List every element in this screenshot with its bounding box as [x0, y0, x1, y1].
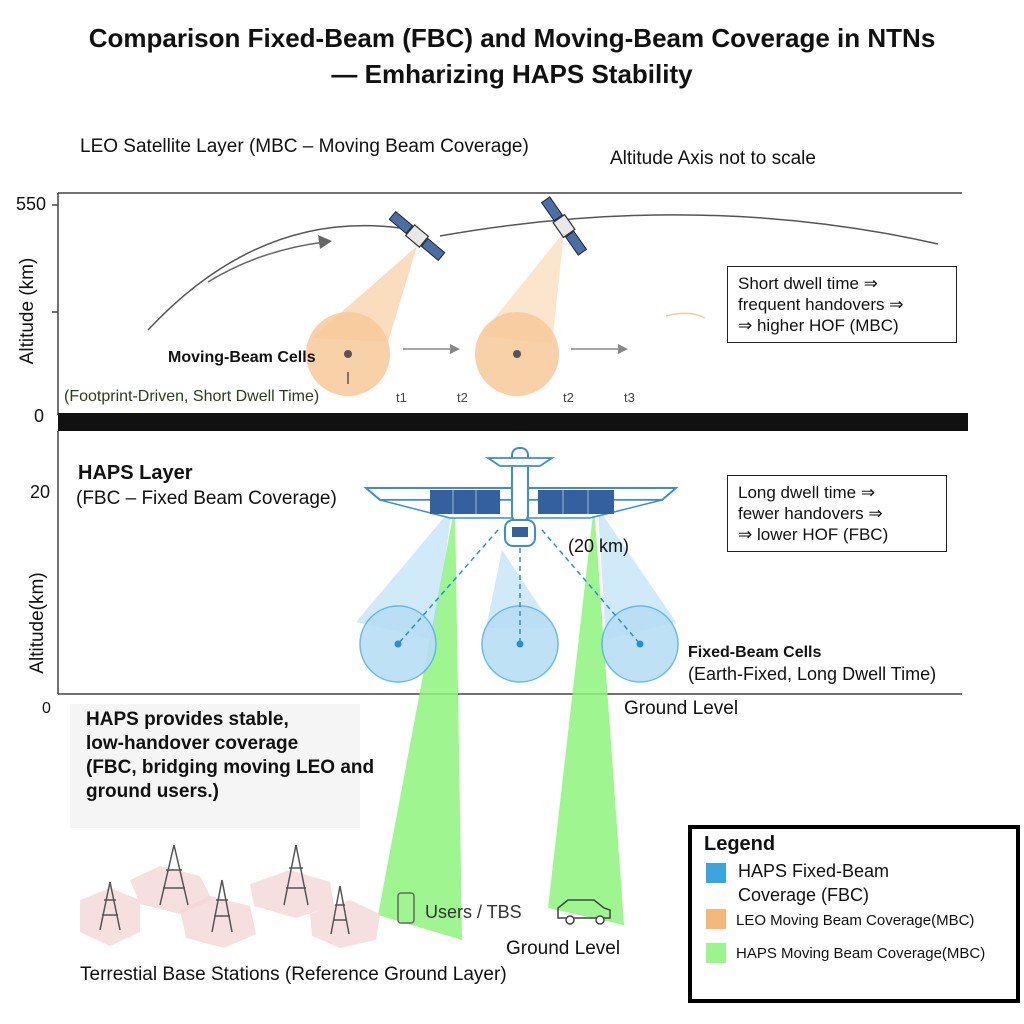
- orbit-arrow-icon: [318, 235, 332, 249]
- satellite-icon-2: [540, 196, 588, 256]
- fixed-beam-cells-sub: (Earth-Fixed, Long Dwell Time): [688, 664, 937, 684]
- legend-title: Legend: [704, 833, 776, 855]
- legend-item-fbc-line1: HAPS Fixed-Beam: [738, 861, 890, 881]
- stability-line-1: HAPS provides stable,: [86, 709, 289, 730]
- haps-layer-sub: (FBC – Fixed Beam Coverage): [76, 488, 337, 509]
- haps-stability-text: HAPS provides stable, low-handover cover…: [86, 708, 374, 804]
- ground-hex-1: [80, 888, 140, 946]
- haps-note-line-2: fewer handovers ⇒: [738, 504, 883, 523]
- diagram-title-line1: Comparison Fixed-Beam (FBC) and Moving-B…: [88, 23, 936, 53]
- moving-beam-cells-label: Moving-Beam Cells: [168, 349, 316, 366]
- leo-tick-0: 0: [34, 406, 45, 426]
- tower-icon-2: [159, 844, 189, 906]
- motion-arrow-icon-2: [618, 344, 628, 354]
- stability-line-2: low-handover coverage: [86, 733, 299, 754]
- haps-altitude-note: (20 km): [568, 536, 630, 556]
- orbit-path-2: [439, 214, 939, 245]
- haps-ground-level-label: Ground Level: [624, 698, 739, 719]
- leo-note-line-2: frequent handovers ⇒: [738, 295, 904, 314]
- ground-level-bottom-label: Ground Level: [506, 938, 621, 959]
- fbc-beam-right: [598, 508, 676, 640]
- diagram-title-line2: — Emharizing HAPS Stability: [331, 59, 693, 89]
- stability-line-3: (FBC, bridging moving LEO and: [86, 757, 375, 778]
- stability-line-4: ground users.): [86, 781, 220, 802]
- tower-icon-5: [330, 885, 350, 935]
- terrestrial-label: Terrestial Base Stations (Reference Grou…: [80, 964, 507, 985]
- haps-axis-label: Altitude(km): [27, 572, 48, 674]
- time-label-2: t2: [457, 390, 468, 405]
- time-label-1: t1: [396, 390, 407, 405]
- haps-note-line-1: Long dwell time ⇒: [738, 483, 876, 502]
- leo-axis-label: Altitude (km): [17, 257, 38, 365]
- motion-arrow-icon: [450, 344, 460, 354]
- haps-note-line-3: ⇒ lower HOF (FBC): [738, 525, 889, 544]
- leo-tick-550: 550: [16, 194, 47, 214]
- time-label-3: t2: [563, 390, 574, 405]
- car-icon: [557, 899, 611, 925]
- legend-box: Legend HAPS Fixed-Beam Coverage (FBC) LE…: [688, 825, 1020, 1003]
- stability-text-bg: [70, 704, 360, 828]
- legend-item-leo: LEO Moving Beam Coverage(MBC): [736, 912, 975, 929]
- haps-tick-20: 20: [30, 482, 51, 502]
- leo-note-box: Short dwell time ⇒ frequent handovers ⇒ …: [727, 266, 957, 343]
- haps-tick-0: 0: [42, 700, 51, 717]
- leo-note-line-1: Short dwell time ⇒: [738, 274, 878, 293]
- tower-icon-1: [99, 881, 121, 931]
- legend-swatch-fbc: [706, 863, 726, 883]
- time-label-4: t3: [624, 390, 635, 405]
- haps-note-box: Long dwell time ⇒ fewer handovers ⇒ ⇒ lo…: [727, 475, 947, 552]
- leo-layer-label: LEO Satellite Layer (MBC – Moving Beam C…: [80, 136, 529, 157]
- legend-item-fbc-line2: Coverage (FBC): [738, 885, 870, 905]
- legend-swatch-leo: [706, 909, 726, 929]
- satellite-icon-1: [388, 210, 446, 262]
- haps-layer-label: HAPS Layer: [78, 462, 193, 484]
- phone-icon: [397, 892, 415, 924]
- users-tbs-label: Users / TBS: [425, 902, 522, 922]
- fixed-beam-cells-label: Fixed-Beam Cells: [688, 644, 822, 661]
- tower-icon-4: [283, 844, 309, 906]
- haps-green-beam-1: [378, 505, 462, 940]
- leo-note-line-3: ⇒ higher HOF (MBC): [738, 316, 899, 335]
- haps-aircraft-icon: [363, 447, 679, 547]
- fbc-beam-left: [356, 508, 452, 640]
- tower-icon-3: [211, 879, 233, 933]
- axis-scale-note: Altitude Axis not to scale: [610, 148, 816, 169]
- layer-separator-bar: [58, 413, 968, 431]
- legend-item-haps-mbc: HAPS Moving Beam Coverage(MBC): [736, 945, 986, 962]
- legend-swatch-haps-mbc: [706, 943, 726, 963]
- orbit-path-1: [147, 224, 401, 331]
- moving-beam-cells-sub: (Footprint-Driven, Short Dwell Time): [64, 388, 320, 405]
- haps-green-beam-2: [548, 505, 624, 925]
